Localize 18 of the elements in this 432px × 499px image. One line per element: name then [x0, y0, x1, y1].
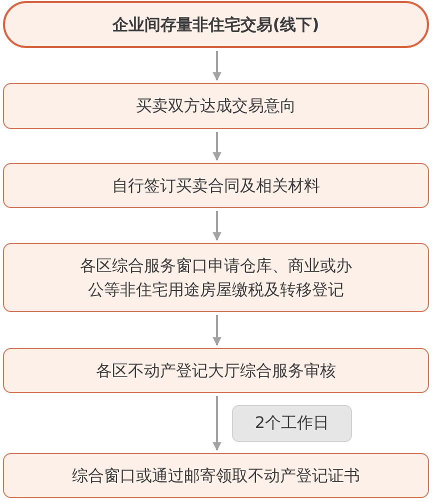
process-box: [3, 243, 429, 312]
process-box: [3, 348, 429, 393]
step-text: 各区不动产登记大厅综合服务审核: [96, 360, 336, 382]
process-box: [3, 83, 429, 129]
process-box: [3, 163, 429, 208]
step-text: 自行签订买卖合同及相关材料: [112, 174, 320, 196]
step-text: 综合窗口或通过邮寄领取不动产登记证书: [72, 464, 360, 486]
step-text: 各区综合服务窗口申请仓库、商业或办公等非住宅用途房屋缴税及转移登记: [79, 254, 353, 300]
arrow: [212, 51, 222, 81]
start-pill: [3, 1, 429, 48]
arrow: [212, 211, 222, 241]
arrow: [212, 315, 222, 346]
process-box: [3, 453, 429, 498]
step-text: 买卖双方达成交易意向: [136, 95, 296, 117]
arrow: [212, 132, 222, 161]
flow-title: 企业间存量非住宅交易(线下): [112, 14, 320, 36]
edge-label: 2个工作日: [232, 405, 352, 442]
arrow: [212, 396, 222, 451]
